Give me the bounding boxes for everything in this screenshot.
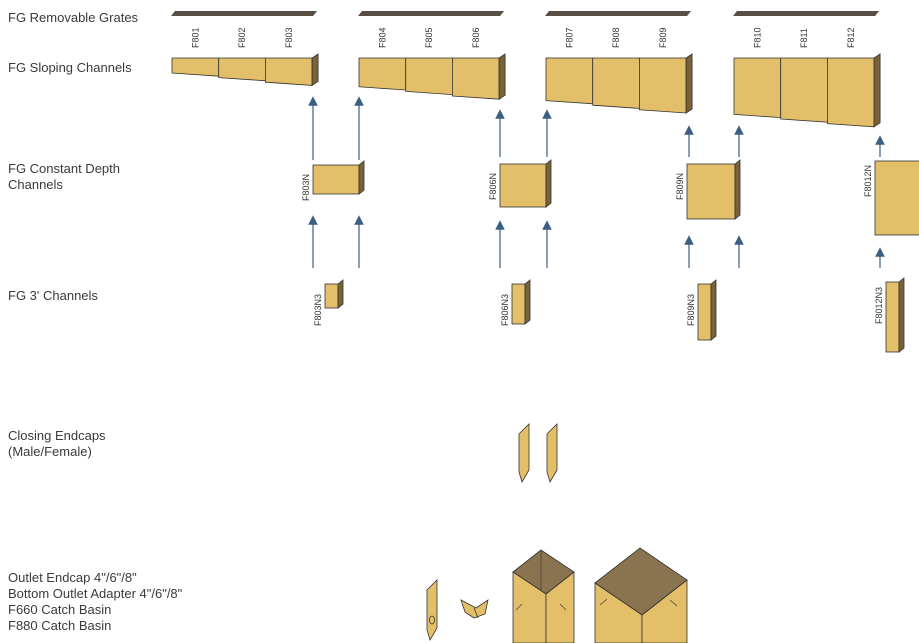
sloping-channel-label: F801	[190, 27, 200, 48]
channel-end-face	[873, 53, 881, 128]
sloping-channel-label: F803	[284, 27, 294, 48]
grate	[264, 11, 318, 16]
row-label-three-ft: FG 3' Channels	[8, 288, 98, 303]
channel-end-face	[311, 53, 319, 87]
grate-group	[545, 11, 692, 16]
sloping-channel-f802	[218, 57, 266, 82]
closing-endcap-male	[518, 423, 530, 483]
row-label-grates: FG Removable Grates	[8, 10, 139, 25]
grate-group	[733, 11, 880, 16]
sloping-channel-f811	[780, 57, 828, 123]
constant-channel-f8012n	[874, 160, 919, 236]
grate	[733, 11, 786, 16]
sloping-channel-f810	[733, 57, 782, 119]
row-label-endcaps: Closing Endcaps (Male/Female)	[8, 428, 106, 459]
constant-channel-f803n	[312, 160, 365, 195]
sloping-channel-label: F806	[471, 27, 481, 48]
f880-catch-basin	[594, 547, 688, 643]
sloping-channel-label: F805	[424, 27, 434, 48]
sloping-channel-f809	[639, 57, 687, 114]
constant-channel-label: F8012N	[863, 165, 873, 197]
sloping-channels-layer: F801 F802 F803 F804 F805 F806 F807 F808 F809 F810…	[171, 27, 881, 128]
channel-end-face	[498, 53, 506, 100]
bottom-outlet-adapter	[460, 599, 489, 619]
grate	[358, 11, 411, 16]
sloping-channel-label: F809	[658, 27, 668, 48]
sloping-channel-label: F808	[611, 27, 621, 48]
three-ft-channels-layer: F803N3 F806N3 F809N3 F8012N3	[313, 277, 905, 353]
sloping-channel-label: F807	[564, 27, 574, 48]
row-label-outlet: Outlet Endcap 4"/6"/8" Bottom Outlet Ada…	[8, 570, 183, 633]
sloping-channel-f808	[592, 57, 640, 109]
grate	[591, 11, 645, 16]
closing-endcap-female	[546, 423, 558, 483]
three-ft-channel-label: F806N3	[500, 294, 510, 326]
outlet-endcap	[426, 579, 438, 641]
sloping-channel-f807	[545, 57, 594, 105]
sloping-channel-f803	[265, 57, 313, 86]
channel-end-face	[685, 53, 693, 114]
sloping-channel-f801	[171, 57, 220, 77]
grate-group	[171, 11, 318, 16]
constant-channel-f809n	[686, 159, 741, 220]
sloping-channel-label: F812	[846, 27, 856, 48]
grates-layer	[171, 11, 880, 16]
grate	[779, 11, 833, 16]
grate	[451, 11, 505, 16]
sloping-channel-label: F810	[752, 27, 762, 48]
f660-catch-basin	[512, 549, 575, 643]
sloping-channel-label: F811	[799, 28, 809, 48]
grate-group	[358, 11, 505, 16]
sloping-channel-f812	[827, 57, 875, 128]
grate	[404, 11, 458, 16]
sloping-channel-f805	[405, 57, 453, 96]
constant-channel-label: F809N	[675, 173, 685, 200]
constant-channels-layer: F803N F806N F809N F8012N	[301, 159, 919, 236]
three-ft-channel-label: F803N3	[313, 294, 323, 326]
grate	[826, 11, 880, 16]
sloping-channel-label: F804	[377, 27, 387, 48]
grate	[545, 11, 598, 16]
grate	[217, 11, 271, 16]
three-ft-channel-f809n3	[697, 279, 717, 341]
constant-channel-label: F803N	[301, 174, 311, 201]
grate	[171, 11, 224, 16]
three-ft-channel-f8012n3	[885, 277, 905, 353]
grate	[638, 11, 692, 16]
constant-channel-label: F806N	[488, 173, 498, 200]
three-ft-channel-f806n3	[511, 279, 531, 325]
sloping-channel-f806	[452, 57, 500, 100]
sloping-channel-label: F802	[237, 27, 247, 48]
arrows-layer	[308, 96, 885, 268]
row-label-constant: FG Constant Depth Channels	[8, 161, 120, 192]
three-ft-channel-label: F8012N3	[874, 287, 884, 324]
three-ft-channel-label: F809N3	[686, 294, 696, 326]
constant-channel-f806n	[499, 159, 552, 208]
sloping-channel-f804	[358, 57, 407, 91]
row-label-sloping: FG Sloping Channels	[8, 60, 132, 75]
three-ft-channel-f803n3	[324, 279, 344, 309]
